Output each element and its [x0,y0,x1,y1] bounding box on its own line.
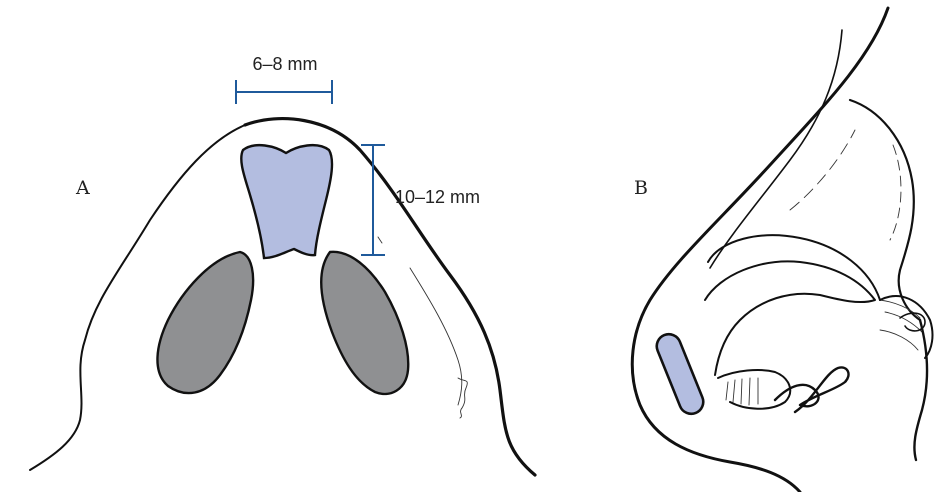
nasal-sidewall-line [710,30,842,268]
panel-b-lateral-view: B [632,8,932,492]
small-tick-mark [378,237,382,243]
nasal-dorsum-outline [632,8,888,492]
sidewall-dashed [790,130,855,210]
columella-striations [726,378,758,405]
width-dimension-marker: 6–8 mm [236,54,332,104]
panel-a-label: A [75,177,90,199]
alar-inner-dashed [890,145,901,240]
right-nostril [321,252,408,394]
alar-base-detail [880,300,922,350]
tip-graft-lateral [653,331,707,418]
lobule-outline [705,261,875,375]
upper-nostril-curve [708,235,880,300]
panel-a-basal-view: 6–8 mm 10–12 mm A [30,54,535,475]
columella-base [718,370,790,409]
alar-rim-line [410,268,462,405]
nostril-opening [775,367,849,412]
height-dimension-label: 10–12 mm [395,187,480,207]
panel-b-label: B [634,177,648,199]
width-dimension-label: 6–8 mm [252,54,317,74]
tip-graft-shape [241,145,332,258]
cheek-outline [914,320,927,460]
alar-outline [850,100,920,320]
left-nostril [157,252,253,393]
